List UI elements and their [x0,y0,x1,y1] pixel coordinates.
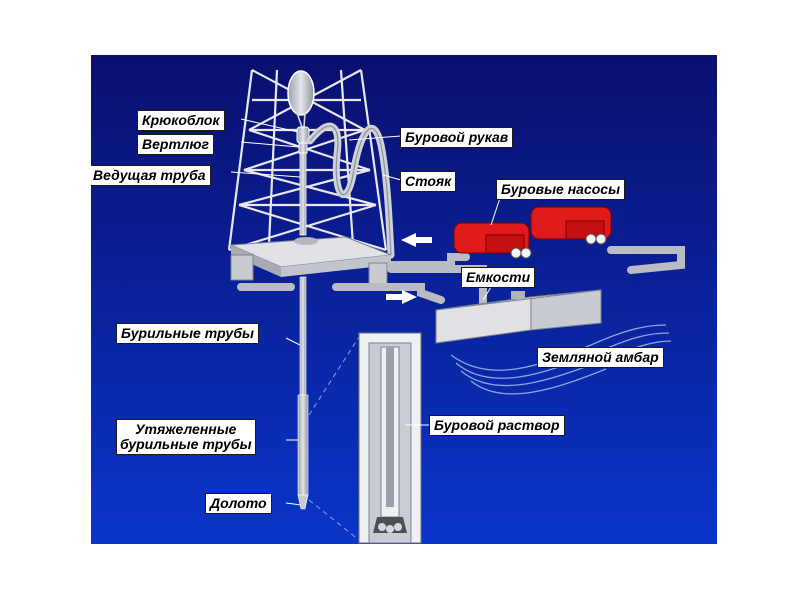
crown-block [287,70,315,116]
label-drill-collars-line2: бурильные трубы [120,436,252,452]
leader-lines [230,118,502,506]
mud-pumps [453,206,612,259]
swivel [298,142,308,154]
mud-tanks [435,289,602,344]
label-drill-collars-line1: Утяжеленные [135,421,237,437]
hoist-lines [296,112,306,128]
borehole-inset [358,332,422,544]
label-drill-collars: Утяжеленные бурильные трубы [116,419,256,455]
label-drill-bit: Долото [205,493,272,514]
label-drill-pipe: Бурильные трубы [116,323,259,344]
label-swivel: Вертлюг [137,134,214,155]
label-standpipe: Стояк [400,171,457,192]
kelly [299,152,307,236]
label-mud-tanks: Емкости [461,267,536,288]
label-earthen-pit: Земляной амбар [537,347,664,368]
label-kelly: Ведущая труба [91,165,211,186]
rig-diagram: Крюкоблок Вертлюг Ведущая труба Буровой … [91,55,717,544]
flow-arrows [386,233,432,304]
projection-lines [308,336,360,541]
label-rotary-hose: Буровой рукав [400,127,514,148]
label-hook-block: Крюкоблок [137,110,225,131]
rig-floor [230,236,392,290]
label-mud-pumps: Буровые насосы [496,179,626,200]
rotary-hose-shading [309,125,392,256]
drill-string [297,276,309,510]
label-drilling-mud: Буровой раствор [429,415,565,436]
